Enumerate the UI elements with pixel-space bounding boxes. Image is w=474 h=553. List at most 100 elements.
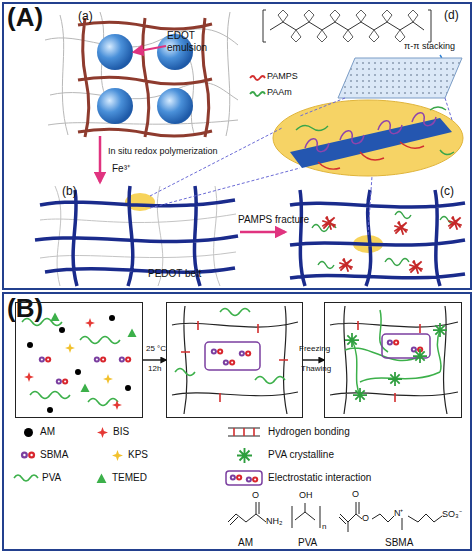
sbma-pair: [223, 359, 235, 365]
zoom-ellipse: [273, 100, 463, 176]
sbma-pair: [21, 452, 35, 459]
am-dot: [75, 369, 81, 375]
arrow-label: 25 °C: [146, 344, 166, 353]
kps-star: [103, 374, 113, 384]
arrow-label: PAMPS fracture: [238, 214, 309, 226]
sbma-pair: [211, 348, 223, 354]
atom-label: O: [362, 513, 369, 523]
component-label: EDOT emulsion: [167, 30, 217, 53]
crystal-star: [388, 372, 402, 386]
pam-chain: [330, 306, 458, 414]
chain-sample: [228, 428, 260, 436]
electrostatic-zone: [205, 342, 260, 370]
edot-droplet: [157, 88, 193, 124]
legend-samples: [14, 427, 262, 485]
am-dot: [125, 385, 131, 391]
legend-text: SBMA: [40, 449, 68, 461]
hydrogen-bond-sample: [234, 428, 254, 436]
crystal-star: [433, 323, 447, 337]
paam-fiber: [45, 12, 238, 136]
subpanel-region: (c): [285, 182, 467, 286]
pam-chain: [172, 306, 298, 414]
pva-structure: [292, 503, 320, 528]
sbma-structure: [339, 502, 442, 532]
am-dot: [109, 315, 115, 321]
subpanel-region: (a) EDOT emulsion: [40, 8, 240, 136]
pedot-network: [35, 186, 238, 286]
double-network: [330, 306, 458, 414]
zoom-line: [150, 128, 372, 235]
pamps-loop: [305, 113, 436, 152]
kps-star: [112, 450, 123, 461]
subpanel-region: (b)PEDOT belt: [30, 182, 240, 286]
legend-text: Hydrogen bonding: [268, 426, 350, 438]
stacking-lattice: [338, 58, 462, 98]
atom-label: n: [322, 522, 326, 531]
am-dot: [59, 327, 65, 333]
legend-text: PAAm: [267, 87, 292, 97]
first-network: [172, 306, 298, 414]
sbma-pair: [39, 356, 51, 362]
atom-label: N⁺: [394, 508, 404, 518]
panel-label: (B): [7, 294, 43, 324]
thiophene-ring: [278, 10, 418, 42]
structure-name: AM: [238, 537, 253, 549]
am-structure: [228, 502, 266, 525]
am-dot: [47, 407, 53, 413]
structure-name: PVA: [298, 537, 317, 549]
temed-triangle: [51, 313, 60, 322]
arrow-label: Freezing: [299, 344, 330, 353]
sbma-pair: [94, 356, 106, 362]
atom-label: NH₂: [266, 516, 283, 526]
pointer-arrow: [134, 46, 166, 52]
atom-label: O: [352, 489, 359, 499]
paam-sample: [250, 92, 265, 96]
ion-label: Fe³⁺: [112, 163, 130, 175]
paam-chain: [312, 212, 456, 269]
pva-chain: [175, 309, 285, 384]
panel-frame: (A)(a)EDOT emulsion(d)π-π stacking(b)PED…: [2, 2, 472, 290]
sbma-pair: [387, 339, 399, 345]
electrostatic-sample: [226, 471, 262, 485]
sbma-pair: [56, 378, 68, 384]
crystal-star: [353, 388, 367, 402]
legend-text: PVA crystalline: [268, 449, 334, 461]
legend-text: PVA: [42, 472, 61, 484]
crystal-star: [237, 448, 252, 463]
subpanel-label: (a): [78, 10, 93, 24]
subpanel-label: (d): [444, 9, 459, 23]
pamps-sample: [250, 76, 265, 80]
fractured-network: [290, 190, 465, 286]
process-arrow: [99, 136, 102, 182]
sbma-pair: [246, 476, 258, 482]
sbma-pair: [230, 474, 242, 480]
temed-triangle: [128, 329, 137, 338]
bis-star: [112, 400, 122, 410]
crystal-star: [413, 349, 427, 363]
hydrogen-bond: [181, 321, 288, 402]
pva-sample: [14, 475, 38, 481]
process-arrow: [143, 359, 166, 360]
stage-box: [166, 302, 303, 418]
pedot-belt: [290, 190, 465, 286]
legend-text: KPS: [128, 449, 148, 461]
legend-text: TEMED: [112, 472, 147, 484]
process-arrow: [240, 231, 285, 234]
bis-star: [97, 427, 108, 438]
legend-text: PAMPS: [267, 71, 298, 81]
pamps-clump: [448, 216, 462, 230]
temed-triangle: [97, 474, 107, 483]
stage-box: [324, 302, 462, 418]
precursor-mixture: [22, 313, 137, 414]
bis-star: [24, 372, 34, 382]
pamps-clump: [322, 216, 336, 230]
process-arrow: [303, 359, 324, 360]
am-dot: [27, 342, 33, 348]
structure-name: SBMA: [385, 537, 413, 549]
repeat-bracket: [263, 10, 431, 42]
legend-text: BIS: [113, 426, 129, 438]
zoom-line: [300, 98, 452, 120]
edot-droplet: [97, 34, 133, 70]
paam-chain: [296, 107, 454, 155]
